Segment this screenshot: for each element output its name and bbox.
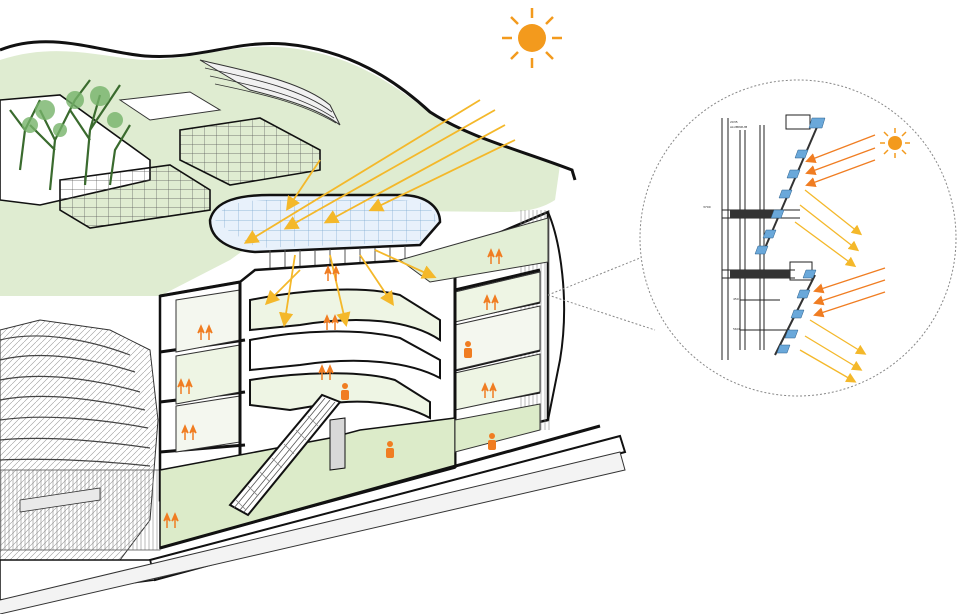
callout-label: 5600 <box>733 327 741 331</box>
callout-leaders <box>547 253 656 331</box>
left-rooms <box>175 282 242 456</box>
people-icons <box>163 248 503 528</box>
sun-icon <box>880 128 910 158</box>
sun-icon <box>502 8 562 68</box>
section-body <box>158 210 566 549</box>
roof-edge <box>0 40 577 181</box>
people-icon <box>483 294 499 310</box>
glass-fins <box>754 117 826 354</box>
right-rooms <box>453 265 541 468</box>
escalator-icon <box>228 393 342 517</box>
people-icon <box>487 248 503 264</box>
sun-rays <box>243 99 516 328</box>
callout-label: 2035 <box>730 120 738 124</box>
facade-detail-callout: 2035 ALUMINIUM 3700 450 5600 <box>639 79 957 397</box>
people-icon <box>324 265 340 281</box>
people-icon <box>197 324 213 340</box>
left-facade <box>0 319 161 561</box>
people-icon <box>318 364 334 380</box>
tree-foliage <box>22 86 123 137</box>
people-icon <box>323 314 339 330</box>
callout-label: ALUMINIUM <box>730 125 748 129</box>
base-plinth <box>0 424 627 614</box>
green-roof <box>0 40 577 296</box>
callout-label: 450 <box>733 297 739 301</box>
heat-rays <box>805 134 886 318</box>
people-icon <box>464 341 472 358</box>
people-icon <box>181 424 197 440</box>
callout-label: 3700 <box>703 205 711 209</box>
reflected-rays <box>794 189 867 383</box>
people-icon <box>341 383 349 400</box>
people-icon <box>386 441 394 458</box>
people-icon <box>481 382 497 398</box>
people-icon <box>177 378 193 394</box>
people-icon <box>488 433 496 450</box>
people-icon <box>163 512 179 528</box>
